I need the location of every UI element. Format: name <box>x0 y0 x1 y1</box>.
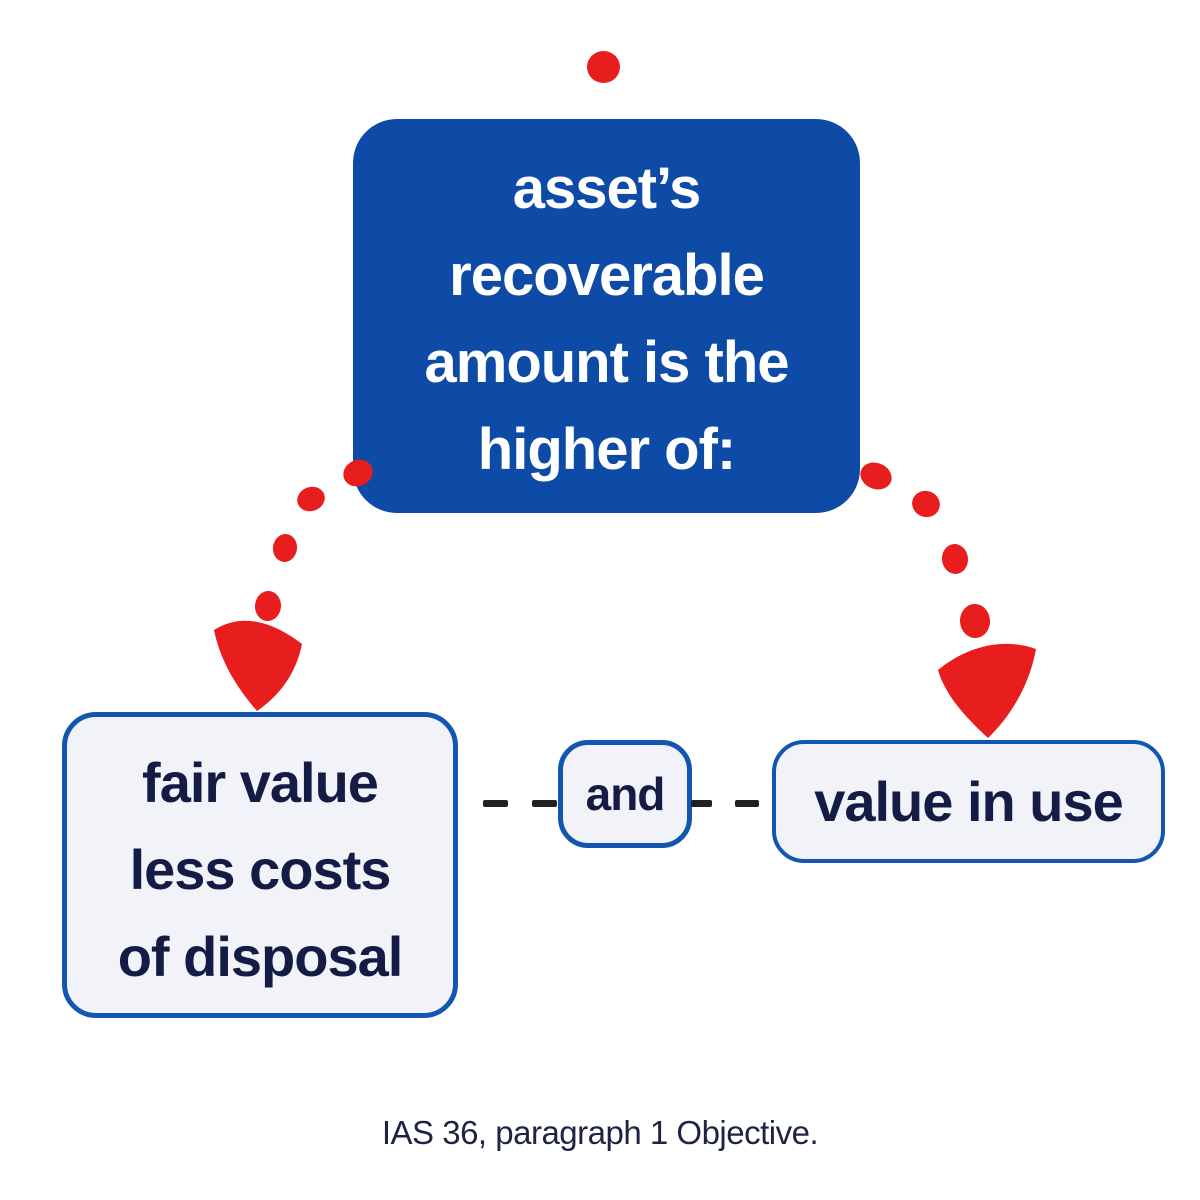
recoverable-amount-box: asset’s recoverable amount is the higher… <box>353 119 860 513</box>
top-connector-dot <box>587 51 620 83</box>
right-dashed-arrow-icon <box>860 462 1036 738</box>
recoverable-amount-line: asset’s <box>512 156 702 221</box>
arrowhead-icon <box>214 620 302 711</box>
arrow-dot <box>272 534 298 562</box>
recoverable-amount-line: amount is the <box>424 330 789 395</box>
fair-value-line: of disposal <box>117 924 404 988</box>
connector-dash <box>735 800 759 807</box>
value-in-use-box: value in use <box>772 740 1165 863</box>
arrow-dot <box>959 604 991 638</box>
arrow-dot <box>254 591 282 621</box>
connector-dash <box>691 800 712 807</box>
and-connector-box: and <box>558 740 692 848</box>
fair-value-line: less costs <box>129 837 392 901</box>
fair-value-box: fair value less costs of disposal <box>62 712 458 1018</box>
value-in-use-label: value in use <box>814 770 1124 833</box>
and-label: and <box>585 768 666 820</box>
fair-value-line: fair value <box>142 750 379 814</box>
recoverable-amount-line: higher of: <box>477 417 736 482</box>
source-caption: IAS 36, paragraph 1 Objective. <box>381 1114 819 1151</box>
arrow-dot <box>941 544 969 574</box>
arrow-dot <box>860 462 892 490</box>
arrow-dot <box>297 486 325 512</box>
connector-dash <box>483 800 508 807</box>
arrowhead-icon <box>938 643 1036 738</box>
arrow-dot <box>912 490 940 518</box>
left-dashed-arrow-icon <box>214 459 373 711</box>
recoverable-amount-line: recoverable <box>449 243 765 308</box>
connector-dash <box>532 800 557 807</box>
